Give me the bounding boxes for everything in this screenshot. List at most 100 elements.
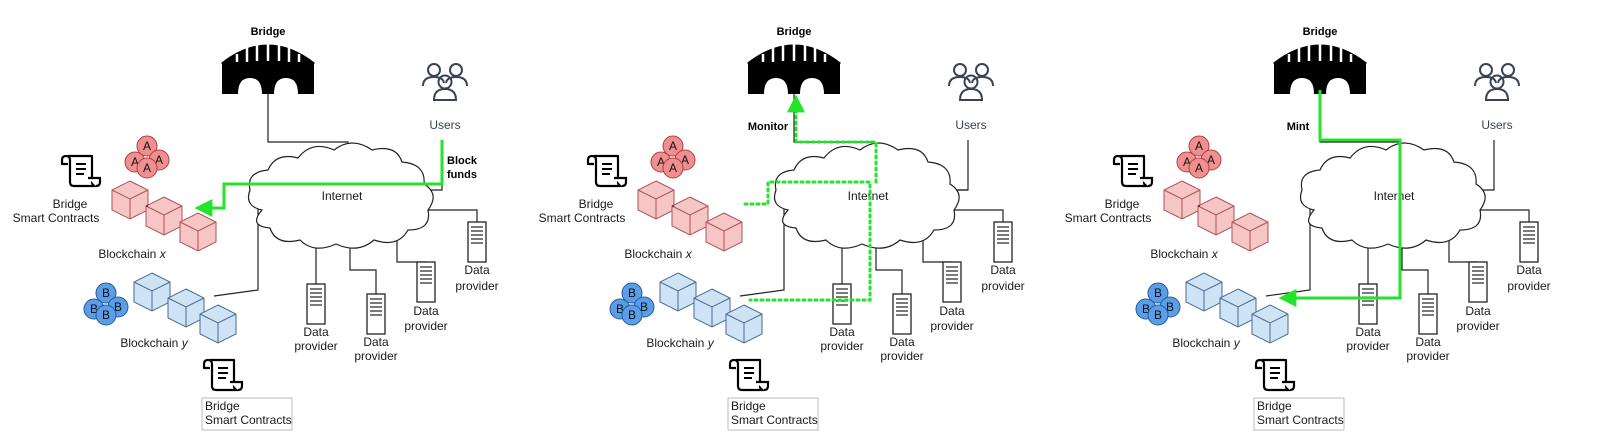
dp2-line1: Data — [363, 335, 389, 349]
dp3-line1: Data — [939, 304, 965, 318]
token-cluster-b-icon-coin-3 — [1147, 304, 1169, 326]
token-cluster-b-icon-letter-0: B — [102, 286, 110, 300]
dp2-line2: provider — [354, 349, 397, 363]
flow-monitor-path-1 — [743, 180, 872, 302]
token-cluster-b-icon-coin-0 — [1147, 282, 1169, 304]
scroll-icon — [586, 154, 628, 188]
block-x-2-icon — [671, 196, 709, 236]
token-cluster-a-icon-letter-2: A — [681, 153, 689, 167]
contracts-x-line1: Bridge — [53, 197, 88, 211]
block-x-2-icon — [145, 196, 183, 236]
token-cluster-a-icon-coin-0 — [136, 135, 158, 157]
dp4-line1: Data — [464, 263, 490, 277]
dp1-line1: Data — [303, 325, 329, 339]
dp1-line2: provider — [1346, 339, 1389, 353]
token-cluster-a-icon-letter-1: A — [131, 155, 139, 169]
block-y-3-icon — [1251, 304, 1289, 344]
block-x-3-icon — [1231, 212, 1269, 252]
token-cluster-b-icon-letter-3: B — [102, 308, 110, 322]
dp4-line1: Data — [990, 263, 1016, 277]
token-cluster-a-icon-letter-3: A — [143, 161, 151, 175]
wire-dp2 — [1401, 240, 1429, 294]
bridge-icon — [220, 41, 316, 96]
chain-x-label: Blockchain x — [624, 247, 692, 261]
chain-x-label-var: x — [159, 247, 167, 261]
block-y-3-icon — [199, 304, 237, 344]
users-icon — [422, 63, 468, 101]
block-y-2-icon — [693, 288, 731, 328]
token-cluster-b-icon-letter-3: B — [1154, 308, 1162, 322]
token-cluster-b-icon-letter-2: B — [640, 300, 648, 314]
chain-x-label: Blockchain x — [1150, 247, 1218, 261]
server-icon-1 — [1358, 283, 1378, 325]
chain-x-label-prefix: Blockchain — [1150, 247, 1211, 261]
dp3-line2: provider — [1456, 319, 1499, 333]
scroll-icon — [60, 154, 102, 188]
server-icon-3 — [416, 261, 436, 303]
dp1-line2: provider — [820, 339, 863, 353]
token-cluster-b-icon-letter-0: B — [1154, 286, 1162, 300]
action-label-line1: Monitor — [748, 121, 789, 133]
token-cluster-b-icon-letter-1: B — [90, 302, 98, 316]
flow-block-funds — [194, 140, 444, 217]
block-x-3-icon — [705, 212, 743, 252]
chain-y-label: Blockchain y — [646, 336, 714, 350]
contracts-y-frame — [1253, 397, 1345, 431]
block-y-2-icon — [167, 288, 205, 328]
internet-label: Internet — [848, 189, 889, 203]
wire-dp2 — [875, 240, 903, 294]
server-icon-3 — [1468, 261, 1488, 303]
wire-internet-chain-y — [213, 200, 259, 297]
contracts-x-line1: Bridge — [579, 197, 614, 211]
token-cluster-b-icon-coin-0 — [621, 282, 643, 304]
token-cluster-a-icon-coin-3 — [136, 157, 158, 179]
dp1-line1: Data — [829, 325, 855, 339]
block-y-1-icon — [1185, 272, 1223, 312]
chain-y-label-prefix: Blockchain — [646, 336, 707, 350]
server-icon-3 — [942, 261, 962, 303]
chain-x-label-var: x — [1211, 247, 1219, 261]
users-icon — [1474, 63, 1520, 101]
dp2-line2: provider — [880, 349, 923, 363]
server-icon-2 — [366, 293, 386, 335]
block-y-1-icon — [659, 272, 697, 312]
token-cluster-b-icon-letter-3: B — [628, 308, 636, 322]
chain-x-label-prefix: Blockchain — [98, 247, 159, 261]
token-cluster-a-icon-letter-3: A — [1195, 161, 1203, 175]
scroll-icon-y — [728, 358, 770, 392]
dp4-line2: provider — [455, 279, 498, 293]
token-cluster-a-icon-coin-3 — [662, 157, 684, 179]
block-x-3-icon — [179, 212, 217, 252]
bridge-title: Bridge — [251, 26, 286, 38]
chain-y-label-prefix: Blockchain — [1172, 336, 1233, 350]
action-label-line1: Block — [447, 155, 478, 167]
bridge-title: Bridge — [777, 26, 812, 38]
token-cluster-b-icon-letter-1: B — [1142, 302, 1150, 316]
server-icon-2 — [1418, 293, 1438, 335]
token-cluster-b-icon-letter-2: B — [1166, 300, 1174, 314]
server-icon-4 — [467, 221, 487, 263]
token-cluster-a-icon-letter-3: A — [669, 161, 677, 175]
token-cluster-a-icon-coin-0 — [662, 135, 684, 157]
block-x-1-icon — [111, 180, 149, 220]
token-cluster-b-icon-letter-2: B — [114, 300, 122, 314]
contracts-y-line1: Bridge — [205, 399, 240, 413]
chain-y-label: Blockchain y — [1172, 336, 1240, 350]
contracts-y-line1: Bridge — [1257, 399, 1292, 413]
users-label: Users — [955, 118, 986, 132]
contracts-y-line2: Smart Contracts — [205, 413, 292, 427]
dp2-line1: Data — [889, 335, 915, 349]
token-cluster-a-icon-letter-2: A — [1207, 153, 1215, 167]
block-x-2-icon — [1197, 196, 1235, 236]
users-icon — [948, 63, 994, 101]
chain-x-label: Blockchain x — [98, 247, 166, 261]
block-x-1-icon — [1163, 180, 1201, 220]
contracts-y-frame — [727, 397, 819, 431]
